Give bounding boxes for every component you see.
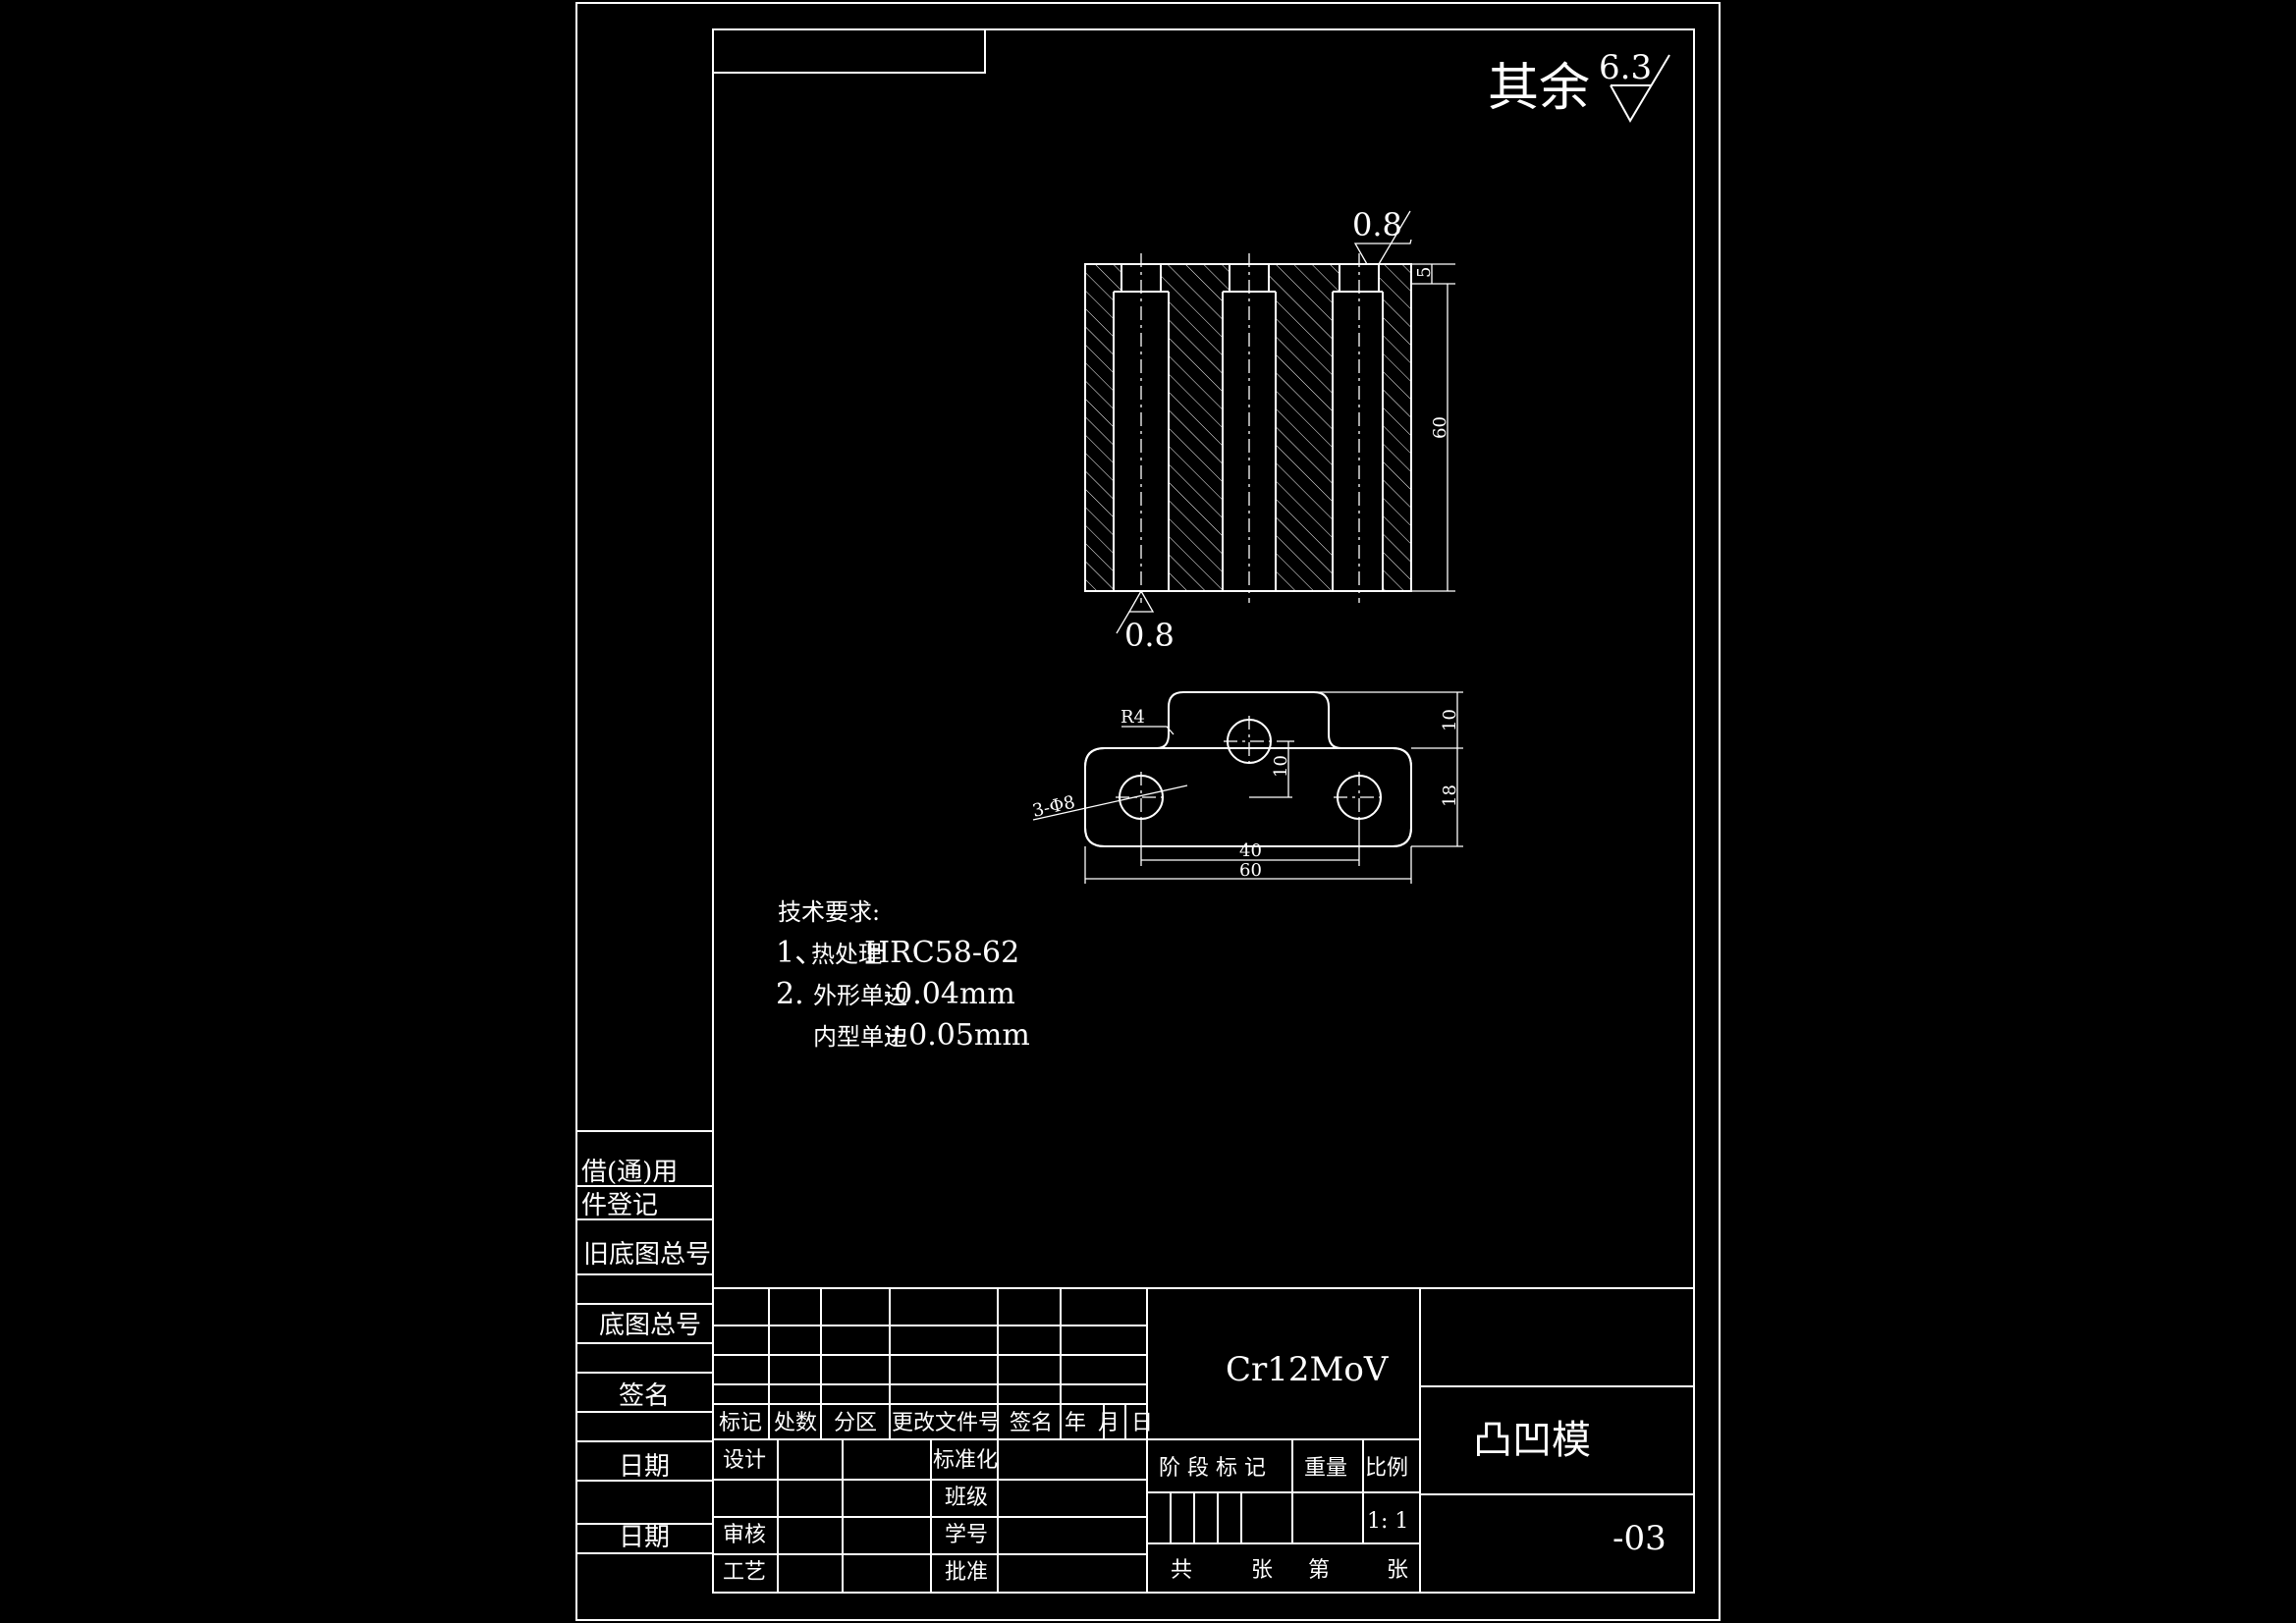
- tb-h-month: 月: [1098, 1411, 1120, 1435]
- plan-dim-pitch: 40: [1239, 840, 1262, 861]
- tech-title: 技术要求:: [778, 898, 880, 926]
- side-row1b: 件登记: [581, 1191, 658, 1220]
- tb-stage: 阶 段 标 记: [1159, 1456, 1266, 1481]
- roughness-other-symbol: 其余 6.3: [1488, 48, 1670, 124]
- tb-part-name: 凸凹模: [1473, 1418, 1591, 1463]
- tech-item2-cn: 外形单边: [813, 982, 907, 1009]
- roughness-other-label: 其余: [1488, 59, 1590, 118]
- tech-item1-num: 1、: [776, 936, 824, 970]
- inner-frame: [712, 28, 1695, 1594]
- tb-total: 共: [1171, 1558, 1192, 1583]
- upside-down-code-box: [712, 28, 986, 74]
- plan-dim-hole-offset: 10: [1271, 755, 1291, 778]
- tb-h-zone: 分区: [834, 1411, 877, 1435]
- side-row1a: 借(通)用: [581, 1158, 678, 1187]
- tb-drawing-no: -03: [1613, 1519, 1667, 1558]
- side-table: 借(通)用 件登记 旧底图总号 底图总号 签名 日期 日期: [576, 1130, 713, 1554]
- tb-h-day: 日: [1131, 1411, 1153, 1435]
- title-block: 标记 处数 分区 更改文件号 签名 年 月 日 设计 标准化 班级 审核 学号 …: [713, 1287, 1694, 1593]
- tb-sheets: 张: [1251, 1558, 1273, 1583]
- tb-material: Cr12MoV: [1226, 1350, 1390, 1389]
- tb-weight: 重量: [1304, 1456, 1347, 1481]
- section-roughness-top: 0.8: [1352, 206, 1402, 243]
- section-dim-height: 60: [1430, 416, 1450, 439]
- tb-design: 设计: [723, 1448, 766, 1473]
- roughness-other-value: 6.3: [1599, 48, 1652, 87]
- tb-standard: 标准化: [933, 1448, 998, 1473]
- plan-dim-holes: 3-Φ8: [1030, 792, 1076, 822]
- tb-process: 工艺: [723, 1560, 766, 1585]
- tb-scale-label: 比例: [1365, 1456, 1408, 1481]
- side-row2: 旧底图总号: [583, 1240, 711, 1270]
- tb-h-count: 处数: [774, 1411, 817, 1435]
- side-row4: 签名: [619, 1381, 670, 1411]
- tb-h-year: 年: [1065, 1411, 1086, 1435]
- section-dim-top: 5: [1414, 267, 1435, 278]
- outer-border: [575, 2, 1721, 1621]
- tech-item2-num: 2.: [776, 977, 804, 1011]
- section-roughness-bottom: 0.8: [1124, 617, 1175, 654]
- plan-dim-body: 18: [1440, 784, 1460, 807]
- tb-scale-value: 1: 1: [1367, 1509, 1408, 1534]
- plan-dim-boss: 10: [1440, 709, 1460, 731]
- tb-review: 审核: [723, 1523, 766, 1547]
- tb-sheets2: 张: [1387, 1558, 1408, 1583]
- side-row3: 底图总号: [599, 1311, 701, 1340]
- tb-student-no: 学号: [945, 1523, 988, 1547]
- tech-requirements: 技术要求: 1、 热处理 HRC58-62 2. 外形单边 -0.04mm 内型…: [776, 898, 1030, 1053]
- tech-item2-val: -0.04mm: [884, 977, 1015, 1011]
- side-row5: 日期: [619, 1452, 670, 1482]
- tech-item1-val: HRC58-62: [864, 936, 1019, 970]
- tb-h-doc: 更改文件号: [892, 1411, 1000, 1435]
- plan-dim-radius: R4: [1121, 707, 1145, 728]
- tech-item3-cn: 内型单边: [813, 1023, 907, 1051]
- plan-dim-width: 60: [1239, 860, 1262, 881]
- tech-item3-val: +0.05mm: [884, 1018, 1030, 1053]
- tb-h-mark: 标记: [719, 1411, 762, 1435]
- section-view: 5 60 0.8 0.8: [1084, 206, 1455, 654]
- tb-approve: 批准: [945, 1560, 988, 1585]
- tb-class: 班级: [945, 1486, 988, 1510]
- plan-view: R4 3-Φ8 10 10 18 40 60: [1030, 691, 1463, 884]
- tb-h-sign: 签名: [1010, 1411, 1053, 1435]
- tb-sheet-no: 第: [1308, 1558, 1330, 1583]
- tech-item1-cn: 热处理: [811, 941, 882, 968]
- side-row6: 日期: [619, 1523, 670, 1552]
